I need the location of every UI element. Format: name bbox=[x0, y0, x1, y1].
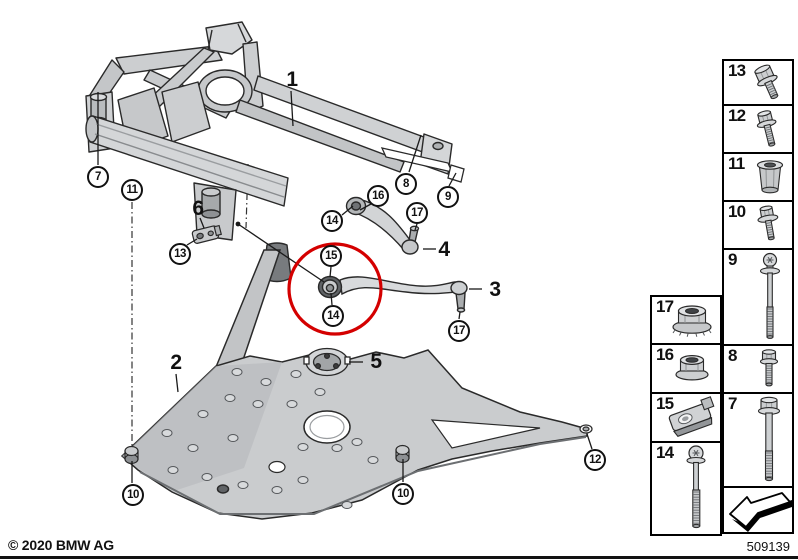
skid-plate-part-2 bbox=[120, 249, 588, 520]
sidebar-part-number: 12 bbox=[728, 106, 746, 125]
flange-bolt-small-icon bbox=[759, 349, 779, 387]
sidebar-part-number: 17 bbox=[656, 297, 674, 316]
sidebar-part-number: 14 bbox=[656, 443, 674, 462]
sidebar-part-8[interactable]: 8 bbox=[724, 346, 792, 392]
strap-part-8-9 bbox=[380, 147, 465, 183]
flange-bolt-short-icon bbox=[754, 64, 779, 100]
screw-washer-small-icon bbox=[757, 205, 779, 241]
callout-circle-14[interactable]: 14 bbox=[321, 210, 343, 232]
control-arm-part-3 bbox=[317, 275, 468, 313]
part-label-1[interactable]: 1 bbox=[286, 68, 298, 91]
callout-circle-13[interactable]: 13 bbox=[169, 243, 191, 265]
sidebar-part-number: 9 bbox=[728, 250, 737, 269]
callout-circle-8[interactable]: 8 bbox=[395, 173, 417, 195]
control-arm-part-4 bbox=[345, 196, 420, 255]
part-label-5[interactable]: 5 bbox=[370, 350, 382, 373]
sidebar-part-number: 11 bbox=[728, 154, 745, 173]
copyright-text: © 2020 BMW AG bbox=[8, 537, 114, 553]
collar-nut-icon bbox=[675, 355, 709, 381]
part-label-4[interactable]: 4 bbox=[438, 238, 450, 261]
callout-circle-17[interactable]: 17 bbox=[448, 320, 470, 342]
sidebar-part-14[interactable]: 14 bbox=[652, 443, 720, 534]
sidebar-part-16[interactable]: 16 bbox=[652, 345, 720, 392]
screw-torx-long-icon bbox=[686, 445, 706, 529]
highlight-circle bbox=[287, 242, 383, 336]
flange-bolt-long-icon bbox=[757, 396, 781, 482]
clip-bracket-part-6 bbox=[191, 224, 223, 244]
callout-circle-7[interactable]: 7 bbox=[87, 166, 109, 188]
rivet-nut-sleeve-icon bbox=[756, 160, 784, 194]
sidebar-right-column: 13 12 11 10 9 8 7 bbox=[722, 59, 794, 534]
sidebar-left-column: 17 16 15 14 bbox=[650, 295, 722, 536]
page-arrow-icon bbox=[729, 492, 792, 532]
part-label-6[interactable]: 6 bbox=[192, 197, 204, 220]
leader-lines bbox=[97, 90, 593, 483]
sidebar-part-number: 8 bbox=[728, 346, 737, 365]
callout-circle-10[interactable]: 10 bbox=[122, 484, 144, 506]
sidebar-part-number: 16 bbox=[656, 345, 674, 364]
sidebar-part-number: 15 bbox=[656, 394, 674, 413]
doc-number: 509139 bbox=[746, 539, 790, 554]
sidebar-part-15[interactable]: 15 bbox=[652, 394, 720, 441]
callout-circle-11[interactable]: 11 bbox=[121, 179, 143, 201]
plate-bosses bbox=[161, 368, 379, 509]
flange-nut-serrated-icon bbox=[672, 305, 712, 337]
sidebar-part-number: 7 bbox=[728, 394, 737, 413]
callout-circle-17[interactable]: 17 bbox=[406, 202, 428, 224]
guard-disc-part-5 bbox=[303, 347, 351, 377]
callout-circle-14[interactable]: 14 bbox=[322, 305, 344, 327]
sidebar-part-number: 13 bbox=[728, 61, 746, 80]
sidebar-next-page[interactable] bbox=[724, 488, 792, 532]
part-label-3[interactable]: 3 bbox=[489, 278, 501, 301]
part-label-2[interactable]: 2 bbox=[170, 351, 182, 374]
callout-circle-15[interactable]: 15 bbox=[320, 245, 342, 267]
sidebar-part-10[interactable]: 10 bbox=[724, 202, 792, 248]
sidebar-part-number: 10 bbox=[728, 202, 746, 221]
cage-nut-clip-icon bbox=[668, 396, 715, 437]
subframe-part-1 bbox=[85, 21, 453, 447]
sidebar-part-7[interactable]: 7 bbox=[724, 394, 792, 486]
callout-circle-12[interactable]: 12 bbox=[584, 449, 606, 471]
sidebar-part-11[interactable]: 11 bbox=[724, 154, 792, 200]
sidebar-part-9[interactable]: 9 bbox=[724, 250, 792, 344]
sidebar-part-12[interactable]: 12 bbox=[724, 106, 792, 152]
callout-circle-16[interactable]: 16 bbox=[367, 185, 389, 207]
sidebar-part-13[interactable]: 13 bbox=[724, 61, 792, 104]
bolt-washer-medium-icon bbox=[756, 110, 777, 147]
callout-circle-10[interactable]: 10 bbox=[392, 483, 414, 505]
screw-washer-long-icon bbox=[759, 252, 781, 339]
bottom-divider bbox=[0, 556, 798, 559]
sidebar-part-17[interactable]: 17 bbox=[652, 297, 720, 343]
leader-dot bbox=[235, 221, 241, 227]
callout-circle-9[interactable]: 9 bbox=[437, 186, 459, 208]
plate-corner-bolts bbox=[124, 424, 593, 465]
